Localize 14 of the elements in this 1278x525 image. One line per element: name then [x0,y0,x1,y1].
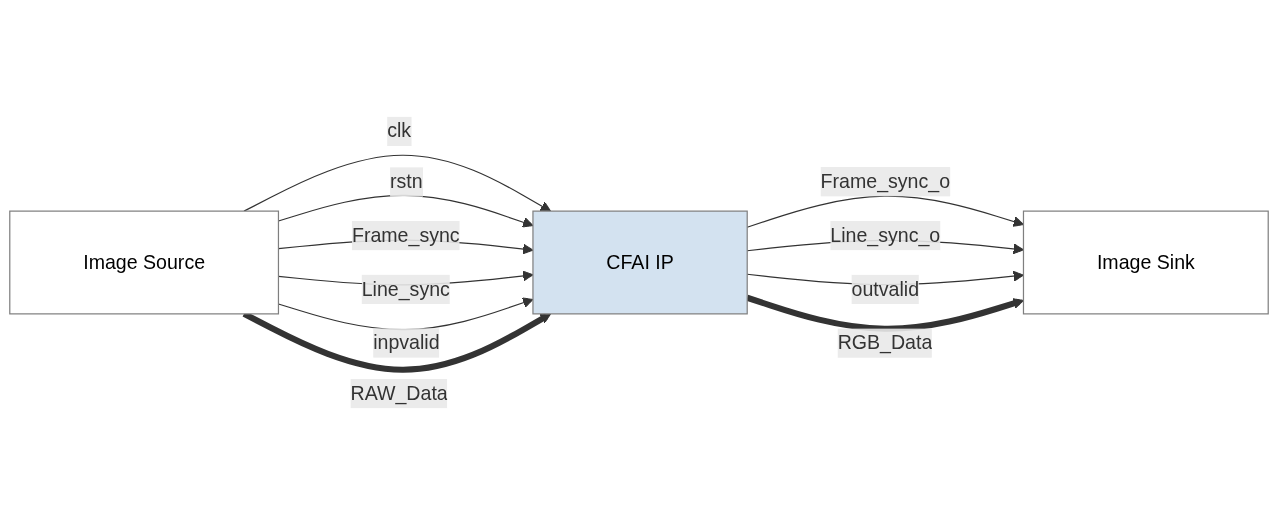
edge-label: inpvalid [373,332,440,353]
edge-label: rstn [390,170,423,192]
arrow [243,154,552,212]
edge-label: outvalid [851,278,920,300]
node-box: Image Sink [1022,210,1269,315]
node-box: Image Source [9,210,280,315]
edge-label: Line_sync [361,278,450,300]
edge-label: Frame_sync_o [820,170,951,192]
edge-label: clk [387,120,412,142]
edge-label: Line_sync_o [830,224,941,246]
edge-label: Frame_sync [351,224,460,246]
edge-label: RGB_Data [837,332,933,353]
edge-label: RAW_Data [350,382,448,404]
node-box: CFAI IP [532,210,748,315]
